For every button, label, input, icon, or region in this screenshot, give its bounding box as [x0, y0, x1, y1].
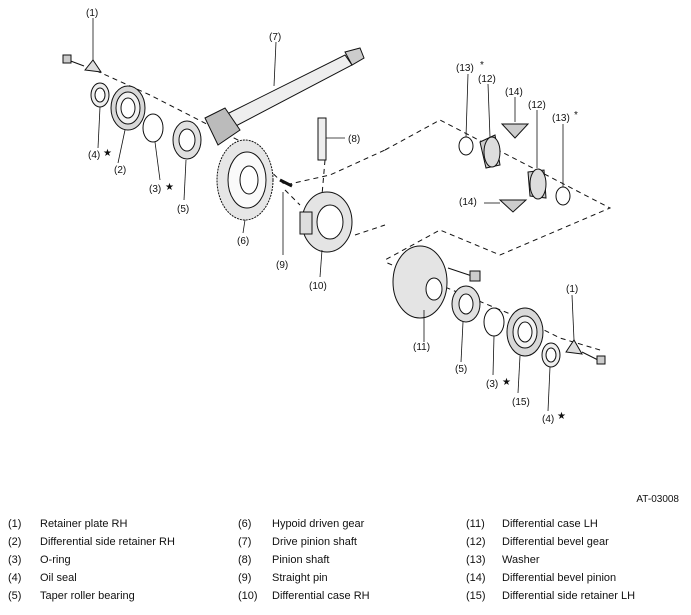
star-mark: ★	[502, 377, 511, 388]
legend-label: Differential bevel gear	[502, 536, 609, 548]
legend-label: Straight pin	[272, 572, 328, 584]
legend-num: (15)	[466, 590, 486, 602]
legend-num: (5)	[8, 590, 22, 602]
legend-num: (2)	[8, 536, 22, 548]
legend-label: Differential side retainer RH	[40, 536, 175, 548]
callout-7: (7)	[269, 32, 281, 43]
callout-14-upper: (14)	[505, 87, 523, 98]
legend-label: Drive pinion shaft	[272, 536, 357, 548]
legend-label: Differential side retainer LH	[502, 590, 636, 602]
callout-9: (9)	[276, 260, 288, 271]
exploded-view-diagram: (1) (4) ★ (2) (3) ★ (5) (7) (8) (6) (9) …	[62, 8, 612, 425]
legend-label: Washer	[502, 554, 540, 566]
o-ring-rh	[142, 113, 164, 143]
taper-roller-bearing-lh	[451, 285, 481, 323]
legend-num: (11)	[466, 518, 485, 530]
hypoid-driven-gear	[216, 139, 274, 221]
star-mark: ★	[557, 411, 566, 422]
callout-8: (8)	[348, 134, 360, 145]
legend-label: Differential bevel pinion	[502, 572, 617, 584]
callout-11: (11)	[413, 342, 430, 353]
legend-label: Hypoid driven gear	[272, 518, 365, 530]
retainer-plate-lh	[565, 339, 606, 365]
legend-label: O-ring	[40, 554, 71, 566]
star-mark: ★	[165, 182, 174, 193]
callout-5-rh: (5)	[177, 204, 189, 215]
callout-1-rh: (1)	[86, 8, 98, 19]
callout-4-rh: (4)	[88, 150, 100, 161]
legend-label: Differential case LH	[502, 518, 598, 530]
asterisk-mark: *	[480, 60, 484, 71]
legend-num: (10)	[238, 590, 258, 602]
o-ring-lh	[483, 307, 505, 337]
callout-12-upper: (12)	[478, 74, 496, 85]
retainer-plate-rh	[62, 54, 103, 73]
callout-1-lh: (1)	[566, 284, 578, 295]
star-mark: ★	[103, 148, 112, 159]
taper-roller-bearing-rh	[172, 120, 202, 160]
pinion-shaft	[317, 117, 327, 161]
legend-num: (7)	[238, 536, 252, 548]
differential-bevel-pinion-upper	[500, 123, 530, 139]
asterisk-mark: *	[574, 110, 578, 121]
callout-3-lh: (3)	[486, 379, 498, 390]
oil-seal-rh	[90, 82, 110, 108]
legend-label: Retainer plate RH	[40, 518, 128, 530]
legend-num: (9)	[238, 572, 252, 584]
callout-5-lh: (5)	[455, 364, 467, 375]
legend-label: Differential case RH	[272, 590, 370, 602]
legend-num: (3)	[8, 554, 22, 566]
leader-lines	[92, 18, 575, 412]
differential-case-lh	[392, 245, 481, 319]
figure-id: AT-03008	[636, 494, 679, 505]
side-retainer-lh	[506, 307, 544, 357]
callout-15: (15)	[512, 397, 530, 408]
callout-labels: (1) (4) ★ (2) (3) ★ (5) (7) (8) (6) (9) …	[86, 8, 578, 425]
differential-bevel-gear-right	[527, 168, 547, 200]
legend-num: (6)	[238, 518, 252, 530]
legend-label: Taper roller bearing	[40, 590, 135, 602]
legend-num: (8)	[238, 554, 252, 566]
legend-num: (14)	[466, 572, 486, 584]
callout-12-right: (12)	[528, 100, 546, 111]
callout-14-lower: (14)	[459, 197, 477, 208]
legend-num: (1)	[8, 518, 22, 530]
washer-right	[555, 186, 571, 206]
callout-3-rh: (3)	[149, 184, 161, 195]
legend-num: (4)	[8, 572, 22, 584]
differential-bevel-pinion-lower	[498, 199, 528, 213]
callout-6: (6)	[237, 236, 249, 247]
callout-10: (10)	[309, 281, 327, 292]
legend-num: (13)	[466, 554, 486, 566]
legend-label: Pinion shaft	[272, 554, 330, 566]
callout-4-lh: (4)	[542, 414, 554, 425]
oil-seal-lh	[541, 342, 561, 368]
legend-num: (12)	[466, 536, 486, 548]
side-retainer-rh	[110, 85, 146, 131]
drive-pinion-shaft	[204, 47, 365, 146]
callout-2: (2)	[114, 165, 126, 176]
differential-bevel-gear-upper	[479, 134, 501, 169]
callout-13-right: (13)	[552, 113, 570, 124]
differential-case-rh	[299, 191, 353, 253]
legend-label: Oil seal	[40, 572, 77, 584]
callout-13-upper: (13)	[456, 63, 474, 74]
washer-upper	[458, 136, 474, 156]
straight-pin	[279, 178, 293, 188]
